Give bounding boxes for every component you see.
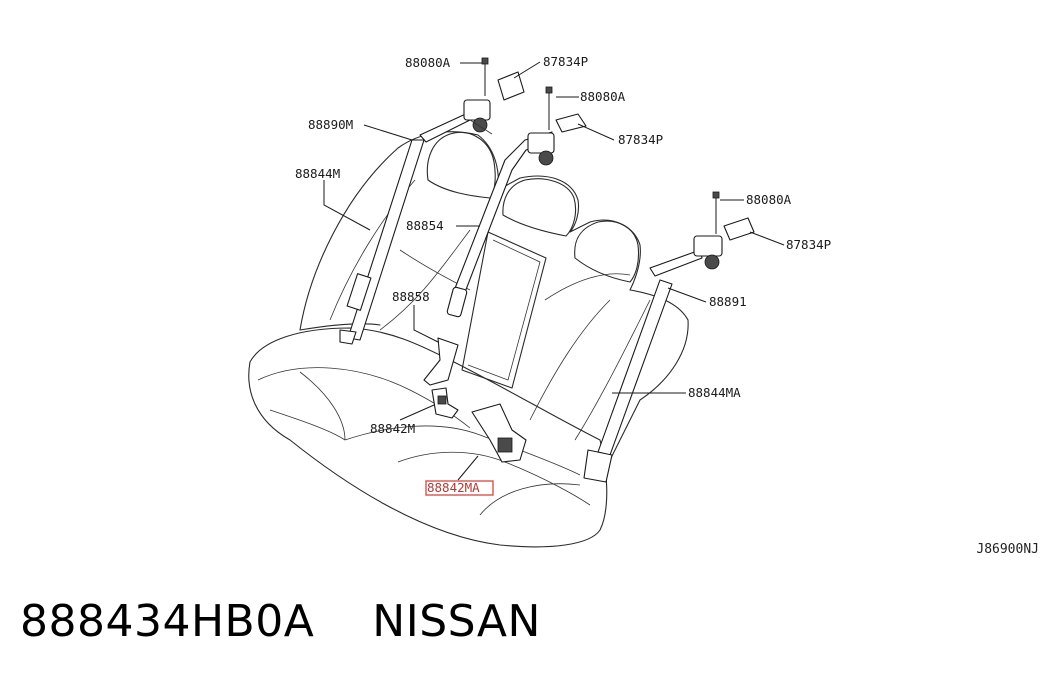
callout-88844ma: 88844MA (688, 385, 741, 400)
callout-88080a-top-centre: 88080A (580, 89, 626, 104)
callout-87834p-top-centre: 87834P (618, 132, 663, 147)
callout-highlight-box (425, 480, 494, 496)
part-number: 888434HB0A (20, 596, 315, 647)
callout-87834p-top-left: 87834P (543, 54, 588, 69)
callout-labels: 88080A 87834P 88080A 87834P 88890M 88844… (295, 54, 831, 496)
seat-cushion (248, 327, 608, 548)
callout-88854: 88854 (406, 218, 444, 233)
callout-88080a-top-left: 88080A (405, 55, 451, 70)
leader-lines (323, 61, 785, 481)
callout-88844m: 88844M (295, 166, 340, 181)
callout-87834p-right: 87834P (786, 237, 831, 252)
seat-back (299, 131, 689, 481)
callout-88842ma: 88842MA (427, 480, 480, 495)
callout-88890m: 88890M (308, 117, 353, 132)
caption-gap (314, 596, 372, 647)
callout-88891: 88891 (709, 294, 747, 309)
centre-seat-belt (423, 131, 553, 386)
retractors (431, 57, 755, 463)
callout-88858: 88858 (392, 289, 430, 304)
right-seat-belt (583, 249, 703, 483)
callout-88842m: 88842M (370, 421, 415, 436)
diagram-code: J86900NJ (976, 542, 1039, 557)
brand-name: NISSAN (372, 596, 541, 647)
caption: 888434HB0A NISSAN (20, 596, 541, 647)
left-seat-belt (339, 111, 475, 345)
callout-88080a-right: 88080A (746, 192, 792, 207)
